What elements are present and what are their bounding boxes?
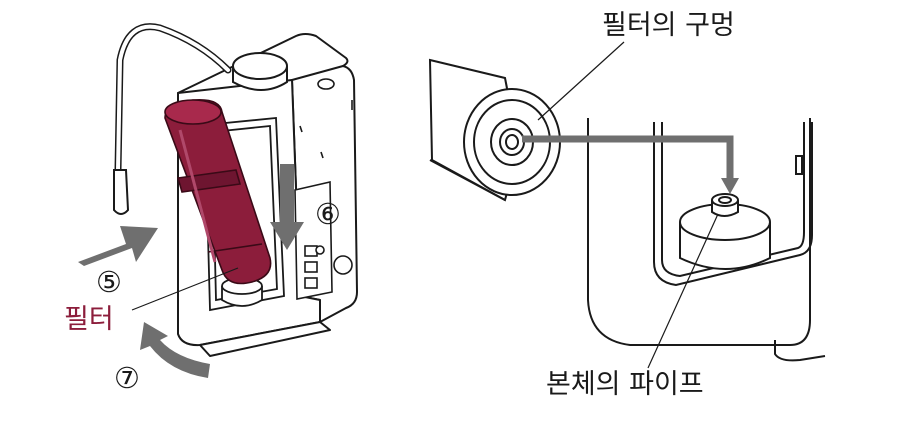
filter-hole-label: 필터의 구멍	[602, 10, 735, 41]
filter-hole-leader-line	[537, 41, 625, 121]
step-5-marker: ⑤	[96, 265, 122, 299]
rotate-arrow	[140, 322, 210, 378]
body-pipe-leader-line	[647, 213, 719, 369]
top-cap	[232, 52, 288, 91]
filter-end-face	[463, 88, 561, 196]
filter-cartridge	[164, 98, 272, 285]
filter-leader-line	[131, 267, 239, 311]
push-down-arrow	[270, 164, 304, 250]
control-panel	[294, 181, 333, 300]
step-7-marker: ⑦	[114, 361, 140, 395]
side-details	[299, 78, 353, 275]
step-6-marker: ⑥	[315, 197, 341, 231]
filter-label: 필터	[64, 304, 114, 335]
flexible-spout	[113, 23, 232, 215]
insert-arrow	[78, 226, 158, 266]
base-socket	[679, 193, 771, 270]
alignment-arrow	[522, 135, 739, 194]
body-pipe-label: 본체의 파이프	[546, 369, 704, 400]
